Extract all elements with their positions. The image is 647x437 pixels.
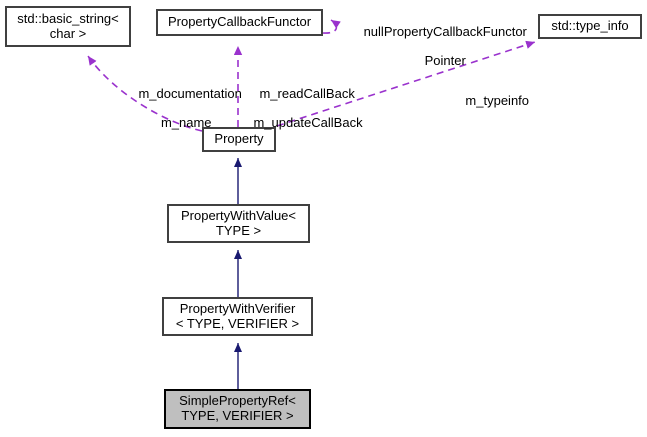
node-label: PropertyCallbackFunctor — [167, 14, 312, 30]
node-std-type-info[interactable]: std::type_info — [538, 14, 642, 39]
node-line-1: std::basic_string< — [17, 10, 119, 26]
node-simple-property-ref[interactable]: SimplePropertyRef< TYPE, VERIFIER > — [164, 389, 311, 429]
node-std-basic-string[interactable]: std::basic_string< char > — [5, 6, 131, 47]
edge-label-line-2: m_name — [160, 114, 212, 130]
edge-label-null-callback-functor-pointer: nullPropertyCallbackFunctor Pointer — [347, 10, 529, 83]
edge-property-to-basicstring — [87, 55, 203, 132]
edge-label-line-2: m_updateCallBack — [253, 114, 363, 130]
edge-label-typeinfo: m_typeinfo — [450, 79, 530, 123]
edge-label-line-1: m_readCallBack — [259, 85, 355, 101]
node-property-with-value[interactable]: PropertyWithValue< TYPE > — [167, 204, 310, 243]
edge-label-line-2: Pointer — [424, 52, 466, 68]
node-label: std::type_info — [551, 18, 629, 34]
node-line-2: < TYPE, VERIFIER > — [175, 315, 300, 331]
edge-label-line-1: nullPropertyCallbackFunctor — [363, 23, 527, 39]
edge-callbackfunctor-self-loop — [322, 19, 341, 34]
node-line-2: char > — [49, 25, 87, 41]
edge-label-line-1: m_documentation — [138, 85, 242, 101]
node-label: std::basic_string< char > — [13, 10, 123, 41]
node-label: Property — [214, 131, 264, 147]
edge-property-to-typeinfo — [276, 40, 536, 127]
edge-label-line-1: m_typeinfo — [465, 92, 530, 108]
edge-label-documentation-name: m_documentation m_name — [124, 72, 241, 145]
node-label: PropertyWithValue< TYPE > — [177, 207, 300, 238]
node-line-2: TYPE > — [215, 222, 262, 238]
node-line-1: PropertyWithVerifier — [179, 300, 296, 316]
node-property[interactable]: Property — [202, 127, 276, 152]
node-line-1: PropertyWithValue< — [180, 207, 296, 223]
node-label: SimplePropertyRef< TYPE, VERIFIER > — [175, 394, 300, 423]
node-property-callback-functor[interactable]: PropertyCallbackFunctor — [156, 9, 323, 36]
node-property-with-verifier[interactable]: PropertyWithVerifier < TYPE, VERIFIER > — [162, 297, 313, 336]
usage-edges — [87, 19, 536, 132]
node-line-1: SimplePropertyRef< — [179, 393, 296, 409]
node-label: PropertyWithVerifier < TYPE, VERIFIER > — [172, 300, 303, 331]
node-line-2: TYPE, VERIFIER > — [181, 408, 294, 423]
edge-label-read-update-callback: m_readCallBack m_updateCallBack — [239, 72, 362, 145]
